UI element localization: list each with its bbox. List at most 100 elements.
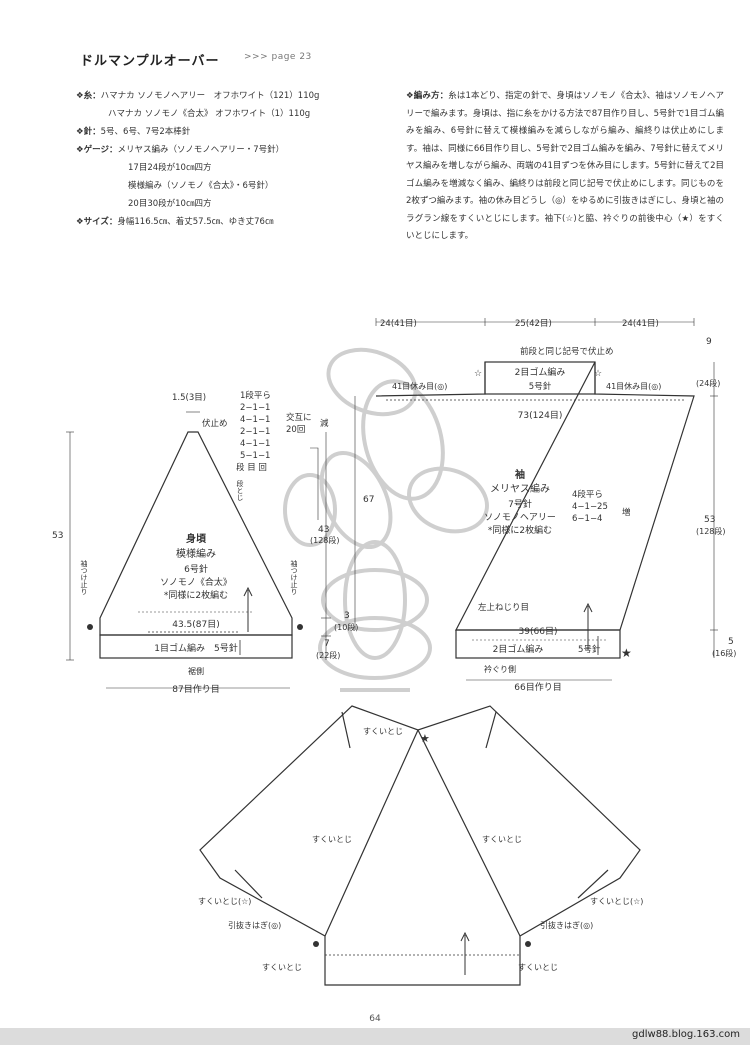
body-total-height: 53 — [52, 531, 63, 541]
body-height-43: 43 — [318, 525, 329, 535]
body-decrease-note: 段とじ — [236, 479, 244, 501]
sleeve-rest-right: 41目休み目(◎) — [606, 381, 661, 391]
sleeve-bind-off-note: 前段と同じ記号で伏止め — [520, 346, 614, 357]
sleeve-cuff-star: ★ — [621, 646, 632, 660]
sleeve-height-53: 53 — [704, 515, 715, 525]
pattern-title: ドルマンプルオーバー — [80, 54, 220, 69]
body-hem-label: 裾側 — [188, 666, 204, 676]
sleeve-cast-on: 66目作り目 — [514, 681, 561, 693]
sleeve-bottom-rib: 2目ゴム編み — [493, 643, 544, 655]
sleeve-width-left: 24(41目) — [380, 319, 417, 329]
sleeve-height-9-rows: (24段) — [696, 378, 720, 388]
body-height-43-rows: (128段) — [310, 535, 340, 545]
body-mark-right — [297, 624, 303, 630]
sleeve-height-53-rows: (128段) — [696, 526, 726, 536]
gauge-line-2: 17目24段が10㎝四方 — [128, 163, 212, 173]
body-needle: 6号針 — [184, 563, 208, 575]
needle-label: ❖針： — [76, 127, 101, 137]
sleeve-dimension-lines — [354, 318, 718, 681]
assembly-seam-star-right: すくいとじ(☆) — [590, 897, 643, 906]
body-height-3-rows: (10段) — [334, 622, 358, 632]
yarn-line-1: ハマナカ ソノモノヘアリー オフホワイト（121）110g — [100, 91, 320, 101]
sleeve-pattern: メリヤス編み — [490, 482, 550, 495]
gauge-line-3: 模様編み（ソノモノ《合太》・6号針） — [128, 181, 274, 191]
body-sleeve-mark-right: 袖つけ止り — [290, 559, 298, 595]
body-decrease-word: 減 — [320, 418, 329, 429]
assembly-seam-left: すくいとじ — [312, 835, 352, 844]
materials-block: ❖糸：ハマナカ ソノモノヘアリー オフホワイト（121）110g ハマナカ ソノ… — [76, 88, 396, 238]
sleeve-height-9: 9 — [706, 337, 712, 347]
body-decrease-legend: 段 目 回 — [236, 462, 267, 473]
body-decrease-line-1: 1段平ら — [240, 390, 271, 401]
page-reference: >>> page 23 — [244, 52, 312, 62]
sleeve-increase-line-1: 4段平ら — [572, 489, 603, 500]
gauge-label: ❖ゲージ： — [76, 145, 118, 155]
body-decrease-line-5: 4−1−1 — [240, 439, 270, 449]
body-yarn: ソノモノ《合太》 — [160, 576, 232, 588]
body-mark-left — [87, 624, 93, 630]
sleeve-bottom-rib-needle: 5号針 — [578, 644, 601, 655]
sleeve-height-67: 67 — [363, 495, 374, 505]
body-decrease-line-4: 2−1−1 — [240, 427, 270, 437]
sleeve-neckline-side: 衿ぐり側 — [484, 664, 516, 674]
body-decrease-times: 20回 — [286, 425, 305, 435]
body-piece — [99, 431, 293, 659]
assembly-seam-bottom-right: すくいとじ — [518, 963, 558, 972]
body-decrease-line-6: 5−1−1 — [240, 451, 270, 461]
body-count-note: *同様に2枚編む — [164, 589, 228, 601]
sleeve-height-5-rows: (16段) — [712, 648, 736, 658]
assembly-seam-right: すくいとじ — [482, 835, 522, 844]
assembly-seam-bottom-left: すくいとじ — [262, 963, 302, 972]
footer-url: gdlw88.blog.163.com — [632, 1029, 740, 1040]
body-bind-off-label: 伏止め — [202, 418, 228, 429]
body-decrease-alternate: 交互に — [286, 412, 312, 423]
body-dimension-lines — [66, 411, 331, 689]
sleeve-star-right: ☆ — [594, 369, 602, 379]
yarn-label: ❖糸： — [76, 91, 101, 101]
body-height-7: 7 — [324, 639, 330, 649]
assembly-seam-top: すくいとじ — [363, 727, 403, 736]
body-decrease-line-2: 2−1−1 — [240, 403, 270, 413]
page-number: 64 — [369, 1014, 381, 1024]
sleeve-mid-width: 73(124目) — [518, 410, 563, 421]
sleeve-increase-word: 増 — [622, 507, 631, 518]
yarn-line-2: ハマナカ ソノモノ《合太》 オフホワイト（1）110g — [108, 109, 311, 119]
sleeve-height-5: 5 — [728, 637, 734, 647]
instructions-block: ❖編み方：糸は1本どり、指定の針で、身頃はソノモノ《合太》、袖はソノモノヘアリー… — [406, 88, 724, 246]
sleeve-yarn: ソノモノヘアリー — [484, 513, 556, 523]
instructions-heading: ❖編み方： — [406, 91, 449, 101]
body-cast-on: 87目作り目 — [172, 683, 219, 695]
assembly-neck-star: ★ — [420, 732, 430, 745]
size-label: ❖サイズ： — [76, 217, 118, 227]
needle-text: 5号、6号、7号2本棒針 — [100, 127, 191, 137]
body-top-dimension: 1.5(3目) — [172, 393, 206, 403]
body-top-width: 43.5(87目) — [172, 619, 220, 630]
sleeve-twist-stitch: 左上ねじり目 — [478, 602, 529, 613]
body-height-3: 3 — [344, 611, 350, 621]
gauge-line-1: メリヤス編み（ソノモノヘアリー・7号針） — [117, 145, 285, 155]
body-name: 身頃 — [186, 532, 207, 545]
sleeve-increase-line-3: 6−1−4 — [572, 514, 602, 524]
cactus-watermark — [283, 347, 489, 692]
sleeve-width-right: 24(41目) — [622, 319, 659, 329]
sleeve-count-note: *同様に2枚編む — [488, 524, 552, 536]
assembly-join-right: 引抜きはぎ(◎) — [540, 920, 593, 930]
assembly-mark-right — [525, 941, 531, 947]
body-decrease-line-3: 4−1−1 — [240, 415, 270, 425]
instructions-text: 糸は1本どり、指定の針で、身頃はソノモノ《合太》、袖はソノモノヘアリーで編みます… — [406, 91, 724, 241]
body-pattern: 模様編み — [176, 547, 216, 560]
sleeve-width-middle: 25(42目) — [515, 319, 552, 329]
assembly-diagram — [199, 705, 641, 986]
sleeve-name: 袖 — [514, 468, 525, 481]
sleeve-star-left: ☆ — [474, 369, 482, 379]
sleeve-needle: 7号針 — [508, 498, 532, 510]
sleeve-increase-line-2: 4−1−25 — [572, 502, 608, 512]
size-text: 身幅116.5㎝、着丈57.5㎝、ゆき丈76㎝ — [117, 217, 274, 227]
assembly-join-left: 引抜きはぎ(◎) — [228, 920, 281, 930]
assembly-seam-star-left: すくいとじ(☆) — [198, 897, 251, 906]
sleeve-top-rib: 2目ゴム編み — [515, 366, 566, 378]
body-rib-label: 1目ゴム編み 5号針 — [154, 642, 237, 654]
sleeve-top-rib-needle: 5号針 — [529, 381, 552, 392]
sleeve-bottom-width: 39(66目) — [519, 626, 558, 637]
body-height-7-rows: (22段) — [316, 650, 340, 660]
